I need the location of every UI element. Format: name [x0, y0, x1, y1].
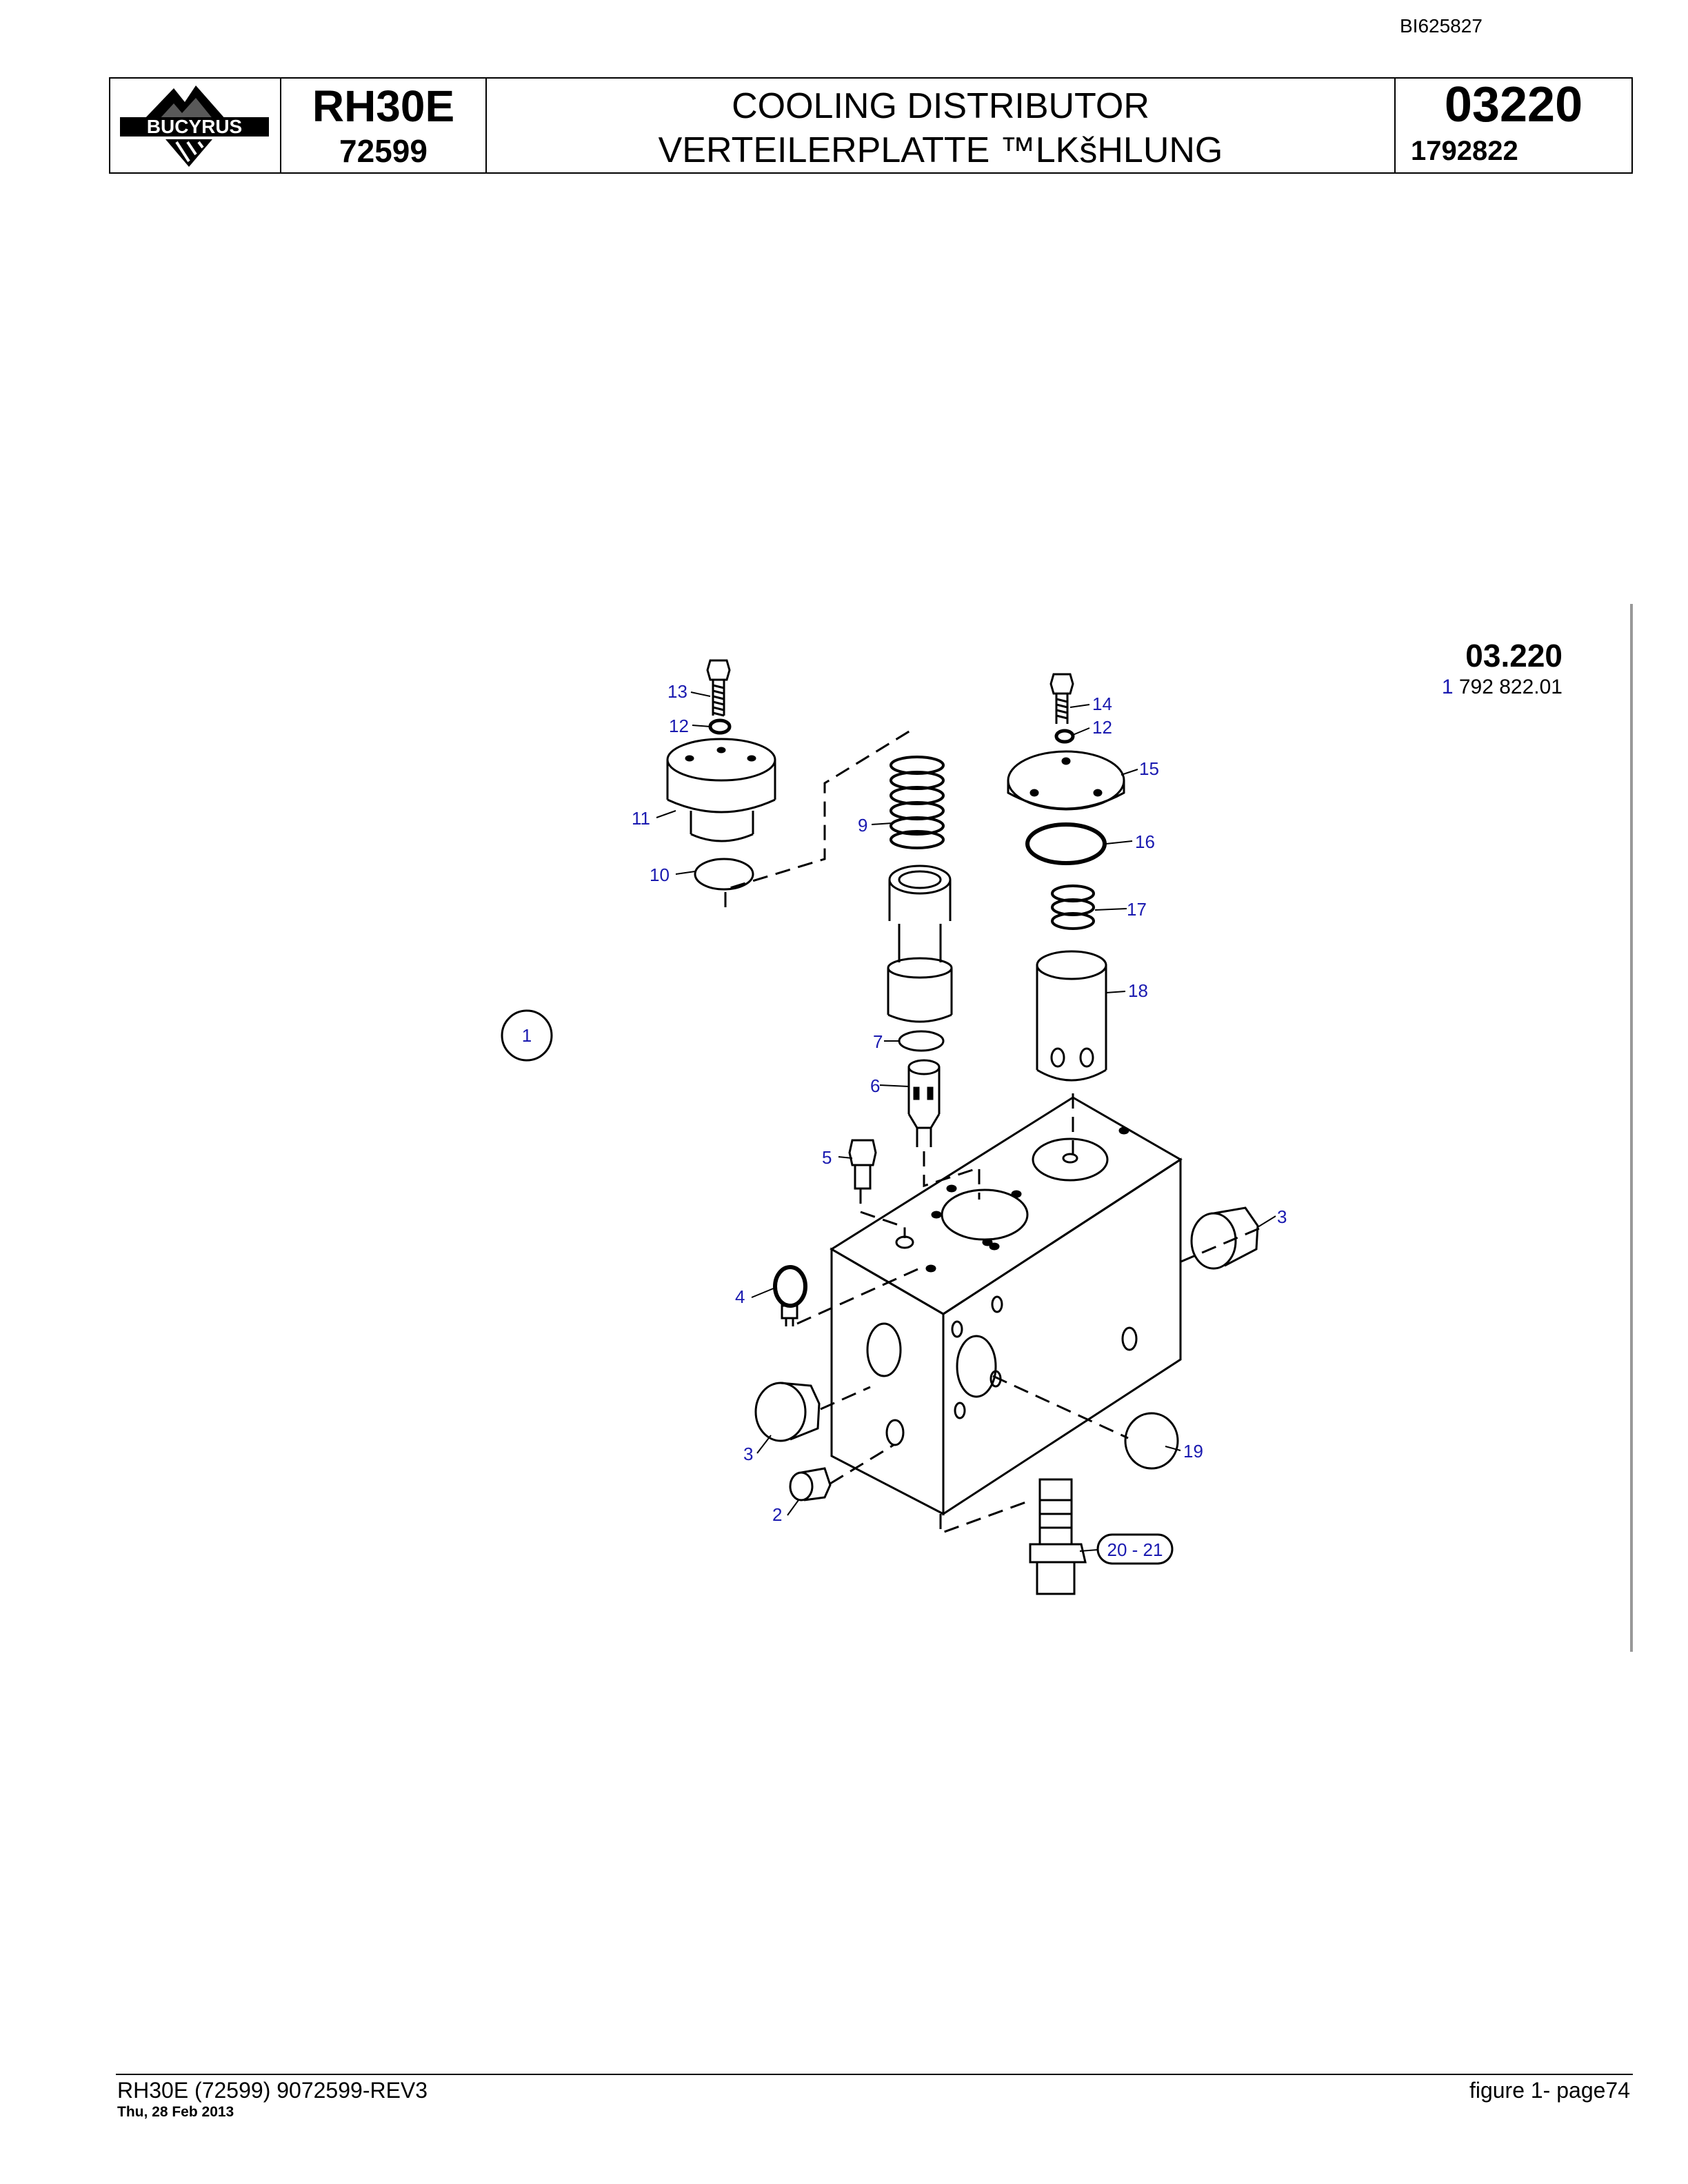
callout-3-left: 3 — [743, 1444, 753, 1464]
assembly-item-number: 1 — [522, 1025, 532, 1046]
callout-16: 16 — [1135, 831, 1155, 852]
model-cell: RH30E 72599 — [281, 79, 487, 172]
callout-2: 2 — [772, 1504, 782, 1525]
callout-5: 5 — [822, 1147, 832, 1168]
footer-date: Thu, 28 Feb 2013 — [117, 2104, 234, 2120]
callout-4: 4 — [735, 1286, 745, 1307]
part-number: 1792822 — [1411, 136, 1518, 166]
callout-bubble-20-21 — [1096, 1533, 1174, 1565]
callout-20-21: 20 - 21 — [1107, 1539, 1163, 1560]
part-4-eyebolt — [773, 1265, 807, 1326]
title-german: VERTEILERPLATTE ™LKšHLUNG — [658, 130, 1223, 170]
title-english: COOLING DISTRIBUTOR — [732, 86, 1149, 126]
serial-number: 72599 — [339, 133, 428, 169]
drawing-number-row: 1 792 822.01 — [1407, 676, 1563, 699]
title-block: BUCYRUS RH30E 72599 COOLING DISTRIBUTOR … — [109, 77, 1633, 174]
part-3-plug-left — [754, 1382, 821, 1442]
logo-wordmark: BUCYRUS — [147, 116, 242, 137]
callout-10: 10 — [650, 865, 670, 885]
section-reference: 03.220 — [1465, 638, 1563, 674]
part-7-oring — [898, 1030, 945, 1052]
section-number: 03220 — [1444, 77, 1583, 132]
footer-document-ref: RH30E (72599) 9072599-REV3 — [117, 2078, 428, 2103]
assembly-guide-lines — [724, 729, 1260, 1535]
part-9-spring — [890, 756, 945, 849]
callout-12-right: 12 — [1092, 717, 1112, 738]
callout-13: 13 — [667, 681, 687, 702]
part-11-cap — [666, 738, 776, 842]
part-15-cover — [1007, 750, 1125, 811]
part-12-washer-right — [1054, 729, 1075, 744]
callout-11: 11 — [632, 808, 650, 829]
part-18-sleeve — [1036, 950, 1107, 1082]
document-id: BI625827 — [1400, 15, 1483, 37]
part-16-oring — [1025, 822, 1107, 865]
part-19-oring — [1124, 1412, 1179, 1470]
piston-sleeve — [887, 865, 953, 1023]
drawing-index: 1 — [1441, 676, 1454, 698]
callout-17: 17 — [1127, 899, 1147, 920]
logo-cell: BUCYRUS — [110, 79, 281, 172]
part-10-oring — [694, 858, 754, 891]
callout-9: 9 — [858, 815, 867, 836]
part-6-valve — [907, 1059, 941, 1147]
assembly-item-circle — [501, 1009, 553, 1062]
part-20-21-valve-cartridge — [1029, 1478, 1087, 1595]
drawing-reference: 03.220 1 792 822.01 — [1407, 637, 1563, 699]
callout-6: 6 — [870, 1075, 880, 1096]
bucyrus-logo: BUCYRUS — [120, 85, 269, 167]
callout-14: 14 — [1092, 694, 1112, 714]
model-name: RH30E — [312, 81, 455, 131]
callout-15: 15 — [1139, 758, 1159, 779]
callout-leaders — [656, 691, 1276, 1552]
title-cell: COOLING DISTRIBUTOR VERTEILERPLATTE ™LKš… — [487, 79, 1396, 172]
part-17-spring — [1051, 884, 1095, 930]
callout-3-right: 3 — [1277, 1206, 1287, 1227]
part-12-washer — [708, 718, 732, 735]
page-edge-line — [1630, 604, 1633, 1652]
part-2-plug — [789, 1467, 832, 1502]
part-13-bolt — [706, 659, 731, 717]
part-14-bolt — [1049, 673, 1074, 724]
footer-divider — [116, 2074, 1633, 2075]
callout-12-left: 12 — [669, 716, 689, 736]
footer-figure-page: figure 1- page74 — [1469, 2078, 1630, 2103]
callout-19: 19 — [1183, 1441, 1203, 1462]
part-cell: 03220 1792822 — [1396, 79, 1631, 172]
callout-7: 7 — [873, 1031, 883, 1052]
callout-18: 18 — [1128, 980, 1148, 1001]
distributor-block — [830, 1096, 1183, 1516]
part-5-fitting — [848, 1139, 877, 1190]
part-3-plug-right — [1190, 1206, 1259, 1270]
drawing-number: 792 822.01 — [1458, 676, 1563, 698]
